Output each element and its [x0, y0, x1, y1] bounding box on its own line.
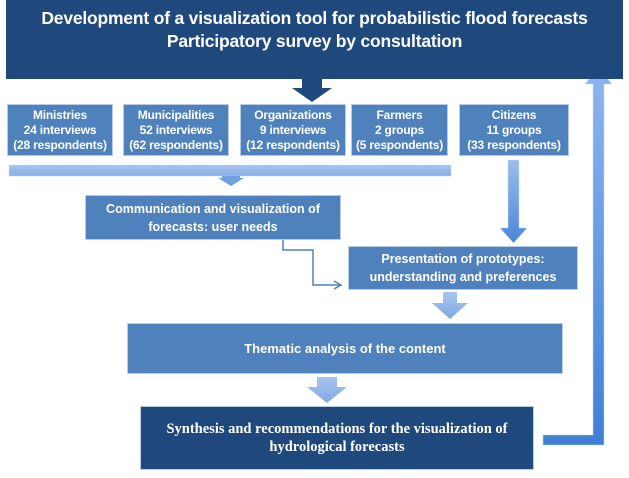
arrow-down-to-needs — [218, 176, 244, 186]
group-count: 11 groups — [486, 122, 542, 137]
step-line-1: Presentation of prototypes: — [381, 252, 545, 266]
step-synthesis: Synthesis and recommendations for the vi… — [140, 406, 534, 470]
group-respondents: (5 respondents) — [355, 137, 443, 152]
group-name: Municipalities — [137, 107, 215, 122]
arrow-thematic-to-synthesis — [307, 377, 347, 403]
title-line-1: Development of a visualization tool for … — [41, 8, 588, 28]
step-prototypes: Presentation of prototypes: understandin… — [348, 246, 578, 290]
group-name: Citizens — [491, 107, 537, 122]
group-respondents: (62 respondents) — [129, 137, 223, 152]
step-line-1: Communication and visualization of — [106, 201, 320, 216]
step-user-needs: Communication and visualization of forec… — [85, 195, 341, 240]
step-line-2: forecasts: user needs — [148, 219, 278, 234]
step-line-2: understanding and preferences — [369, 270, 557, 284]
title-line-2: Participatory survey by consultation — [166, 31, 463, 51]
group-respondents: (12 respondents) — [246, 137, 340, 152]
arrow-prototypes-to-thematic — [432, 292, 468, 319]
group-name: Farmers — [376, 107, 423, 122]
elbow-arrowhead — [333, 280, 343, 290]
arrow-citizens-to-prototypes — [499, 159, 528, 244]
elbow-connector-needs-to-prototypes — [282, 240, 340, 286]
group-count: 52 interviews — [139, 122, 213, 137]
group-count: 24 interviews — [23, 122, 97, 137]
step-label: Thematic analysis of the content — [244, 341, 446, 356]
step-thematic-analysis: Thematic analysis of the content — [127, 323, 563, 374]
merge-bar — [8, 164, 452, 177]
group-respondents: (28 respondents) — [13, 137, 107, 152]
group-name: Ministries — [32, 107, 88, 122]
group-organizations: Organizations 9 interviews (12 responden… — [240, 104, 346, 156]
title-box: Development of a visualization tool for … — [6, 0, 623, 79]
group-municipalities: Municipalities 52 interviews (62 respond… — [123, 104, 229, 156]
group-ministries: Ministries 24 interviews (28 respondents… — [7, 104, 113, 156]
group-respondents: (33 respondents) — [467, 137, 561, 152]
group-citizens: Citizens 11 groups (33 respondents) — [459, 104, 569, 156]
group-count: 9 interviews — [259, 122, 327, 137]
arrow-down-to-groups — [292, 78, 332, 102]
step-line-1: Synthesis and recommendations for the vi… — [166, 421, 508, 437]
group-count: 2 groups — [374, 122, 425, 137]
group-name: Organizations — [254, 107, 332, 122]
group-farmers: Farmers 2 groups (5 respondents) — [351, 104, 448, 156]
step-line-2: hydrological forecasts — [269, 439, 405, 455]
